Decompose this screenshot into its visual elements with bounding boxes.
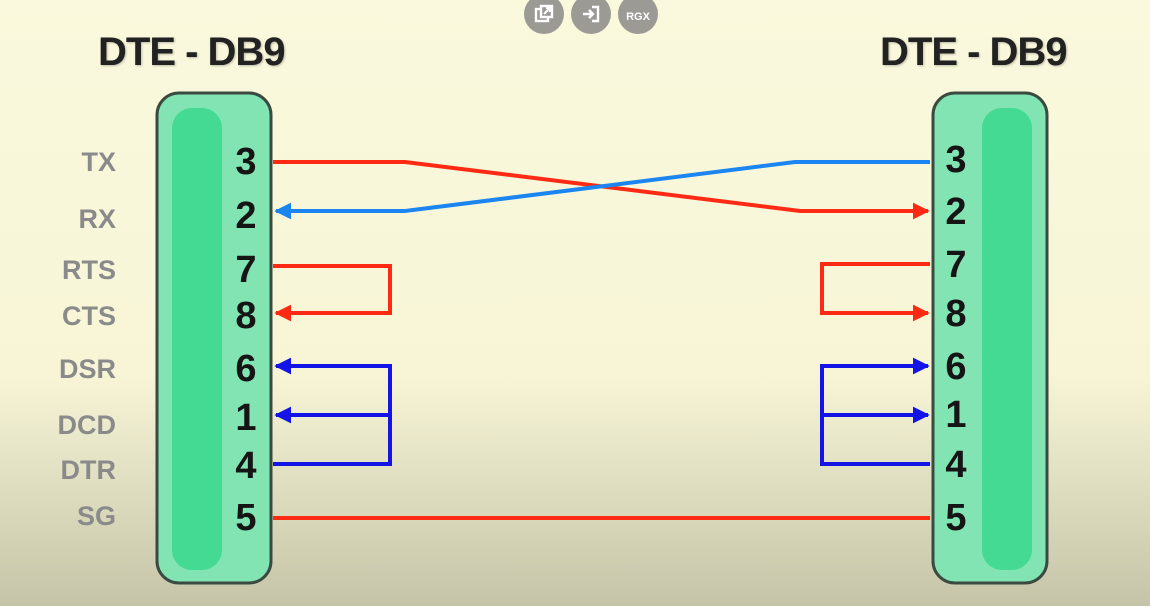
- right-connector-title: DTE - DB9: [880, 30, 1068, 74]
- right-rts-cts-loop: [820, 262, 930, 322]
- signal-label-rts: RTS: [62, 255, 116, 285]
- right-pin-7: 7: [945, 244, 967, 286]
- signal-label-tx: TX: [81, 147, 116, 177]
- overlay-toolbar: RGX: [524, 0, 658, 34]
- left-pin-1: 1: [235, 397, 257, 439]
- right-pin-2: 2: [945, 191, 967, 233]
- left-pin-2: 2: [235, 195, 257, 237]
- rgx-label: RGX: [626, 11, 650, 23]
- left-dtr-dsr-dcd-loop: [273, 357, 392, 466]
- right-pin-6: 6: [945, 346, 967, 388]
- signal-label-dsr: DSR: [58, 354, 116, 384]
- signal-label-rx: RX: [78, 204, 116, 234]
- left-pin-8: 8: [235, 295, 257, 337]
- right-connector: [931, 91, 1049, 585]
- signal-label-dcd: DCD: [57, 410, 117, 440]
- left-pin-6: 6: [235, 348, 257, 390]
- left-connector: [155, 91, 273, 585]
- left-pin-7: 7: [235, 249, 257, 291]
- left-pin-3: 3: [235, 141, 257, 183]
- signal-label-sg: SG: [76, 501, 116, 531]
- popout-icon: [534, 4, 554, 23]
- right-pin-1: 1: [945, 394, 967, 436]
- popout-button[interactable]: [524, 0, 564, 34]
- enter-icon: [583, 5, 600, 23]
- left-rts-cts-loop: [273, 264, 392, 322]
- signal-label-cts: CTS: [62, 301, 116, 331]
- left-pin-5: 5: [235, 497, 257, 539]
- left-connector-title: DTE - DB9: [98, 30, 286, 74]
- right-pin-8: 8: [945, 293, 967, 335]
- right-pin-5: 5: [945, 497, 967, 539]
- right-pin-3: 3: [945, 139, 967, 181]
- wire-rx-from-tx: [274, 160, 930, 220]
- right-dtr-dsr-dcd-loop: [820, 357, 930, 466]
- right-pin-4: 4: [945, 444, 967, 486]
- left-pin-4: 4: [235, 445, 257, 487]
- enter-button[interactable]: [571, 0, 611, 34]
- rgx-button[interactable]: RGX: [618, 0, 658, 34]
- signal-label-dtr: DTR: [60, 455, 117, 485]
